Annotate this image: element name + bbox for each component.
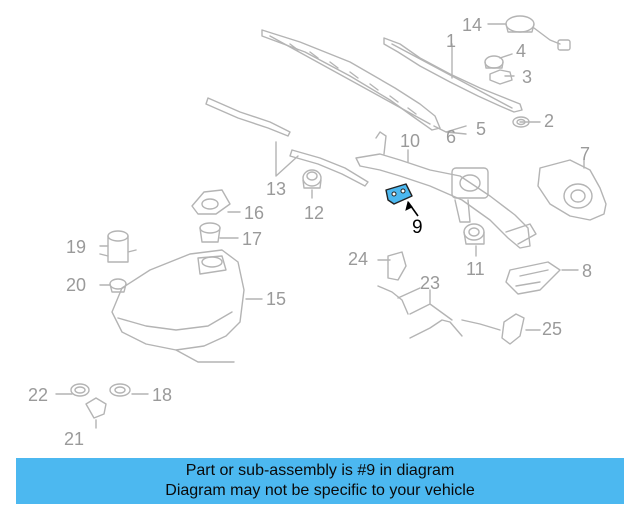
callout-3: 3 <box>522 67 533 87</box>
filler-neck-17 <box>199 222 221 243</box>
banner-line-1: Part or sub-assembly is #9 in diagram <box>185 462 455 479</box>
callout-9[interactable]: 9 <box>412 217 423 238</box>
info-banner: Part or sub-assembly is #9 in diagram Di… <box>16 458 624 504</box>
reservoir-cap-16 <box>191 189 231 215</box>
highlighted-part-9[interactable] <box>385 183 419 217</box>
wiper-motor <box>537 159 607 221</box>
washer-reservoir-15 <box>111 249 245 363</box>
callout-12: 12 <box>304 203 325 223</box>
nozzle-part-22 <box>70 383 90 397</box>
callout-13: 13 <box>266 179 287 199</box>
nut-part-4 <box>484 55 504 69</box>
callout-20: 20 <box>66 275 87 295</box>
parts-diagram <box>55 15 607 429</box>
bushing-part-12 <box>302 169 322 189</box>
nozzle-part-21 <box>85 397 107 419</box>
callout-17: 17 <box>242 229 263 249</box>
callout-14: 14 <box>462 15 483 35</box>
washer-pump-19 <box>99 230 137 263</box>
callout-21: 21 <box>64 429 85 449</box>
callout-24: 24 <box>348 249 369 269</box>
callout-19: 19 <box>66 237 87 257</box>
callout-22: 22 <box>28 385 49 405</box>
bracket-part-25 <box>501 313 525 345</box>
callout-7: 7 <box>580 144 591 164</box>
washer-hose-23 <box>377 285 501 339</box>
washer-part-18 <box>109 383 131 397</box>
callout-8: 8 <box>582 261 593 281</box>
clip-part-24 <box>387 251 407 281</box>
callout-11: 11 <box>466 259 485 279</box>
callout-5: 5 <box>476 119 487 139</box>
grommet-part-20 <box>109 278 127 293</box>
bracket-part-8 <box>505 261 561 295</box>
callout-23: 23 <box>420 273 441 293</box>
callout-18: 18 <box>152 385 173 405</box>
callout-25: 25 <box>542 319 563 339</box>
callout-16: 16 <box>244 203 265 223</box>
callout-2: 2 <box>544 111 555 131</box>
wiper-linkage <box>355 131 537 249</box>
callout-1: 1 <box>446 31 457 51</box>
callout-6: 6 <box>446 127 457 147</box>
blade-insert-13 <box>205 97 369 187</box>
washer-part-3 <box>489 69 513 85</box>
grommet-part-11 <box>463 223 485 245</box>
banner-line-2: Diagram may not be specific to your vehi… <box>165 482 475 499</box>
wiper-blade <box>261 29 441 131</box>
callout-10: 10 <box>400 131 421 151</box>
callout-15: 15 <box>266 289 287 309</box>
callout-4: 4 <box>516 41 527 61</box>
leader-lines <box>55 23 585 429</box>
